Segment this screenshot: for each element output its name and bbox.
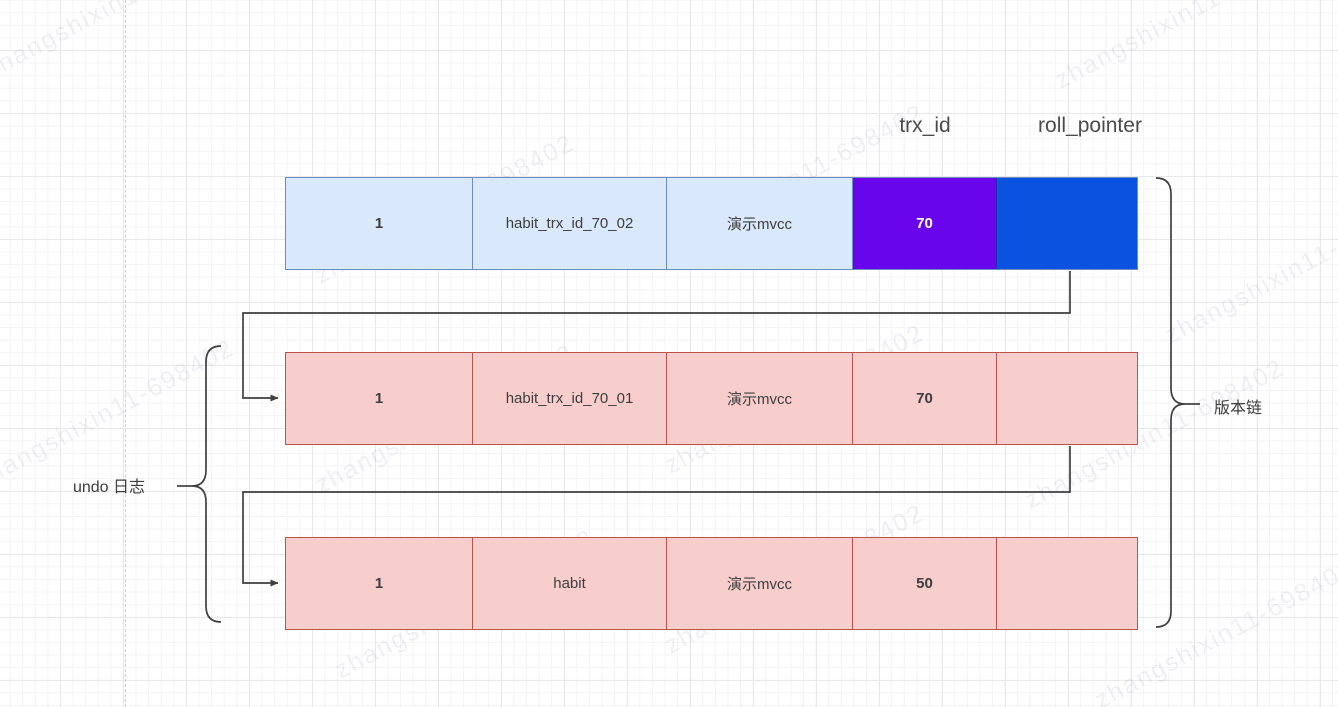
cell-remark-value: 演示mvcc — [667, 178, 853, 269]
version-chain-brace — [1155, 177, 1186, 628]
cell-roll-pointer — [997, 353, 1137, 444]
watermark-text: zhangshixin11-698402 — [1050, 0, 1320, 95]
record-row-undo-version-2: 1 habit 演示mvcc 50 — [285, 537, 1138, 630]
undo-log-label: undo 日志 — [72, 479, 146, 496]
roll-pointer-header-label: roll_pointer — [1038, 114, 1142, 137]
cell-trx-id: 70 — [853, 178, 997, 269]
watermark-text: zhangshixin11-698402 — [0, 333, 240, 495]
cell-remark-value: 演示mvcc — [667, 538, 853, 629]
cell-primary-key: 1 — [286, 178, 473, 269]
cell-primary-key: 1 — [286, 353, 473, 444]
cell-trx-id: 70 — [853, 353, 997, 444]
version-chain-label: 版本链 — [1214, 400, 1263, 417]
cell-trx-id: 50 — [853, 538, 997, 629]
watermark-text: zhangshixin11-698402 — [1160, 188, 1338, 350]
cell-name-value: habit_trx_id_70_02 — [473, 178, 667, 269]
cell-roll-pointer — [997, 538, 1137, 629]
cell-roll-pointer — [997, 178, 1137, 269]
cell-remark-value: 演示mvcc — [667, 353, 853, 444]
undo-log-brace — [191, 345, 222, 623]
record-row-undo-version-1: 1 habit_trx_id_70_01 演示mvcc 70 — [285, 352, 1138, 445]
page-boundary-line — [125, 0, 126, 707]
record-row-current-version: 1 habit_trx_id_70_02 演示mvcc 70 — [285, 177, 1138, 270]
cell-name-value: habit — [473, 538, 667, 629]
cell-primary-key: 1 — [286, 538, 473, 629]
cell-name-value: habit_trx_id_70_01 — [473, 353, 667, 444]
trx-id-header-label: trx_id — [899, 114, 951, 137]
